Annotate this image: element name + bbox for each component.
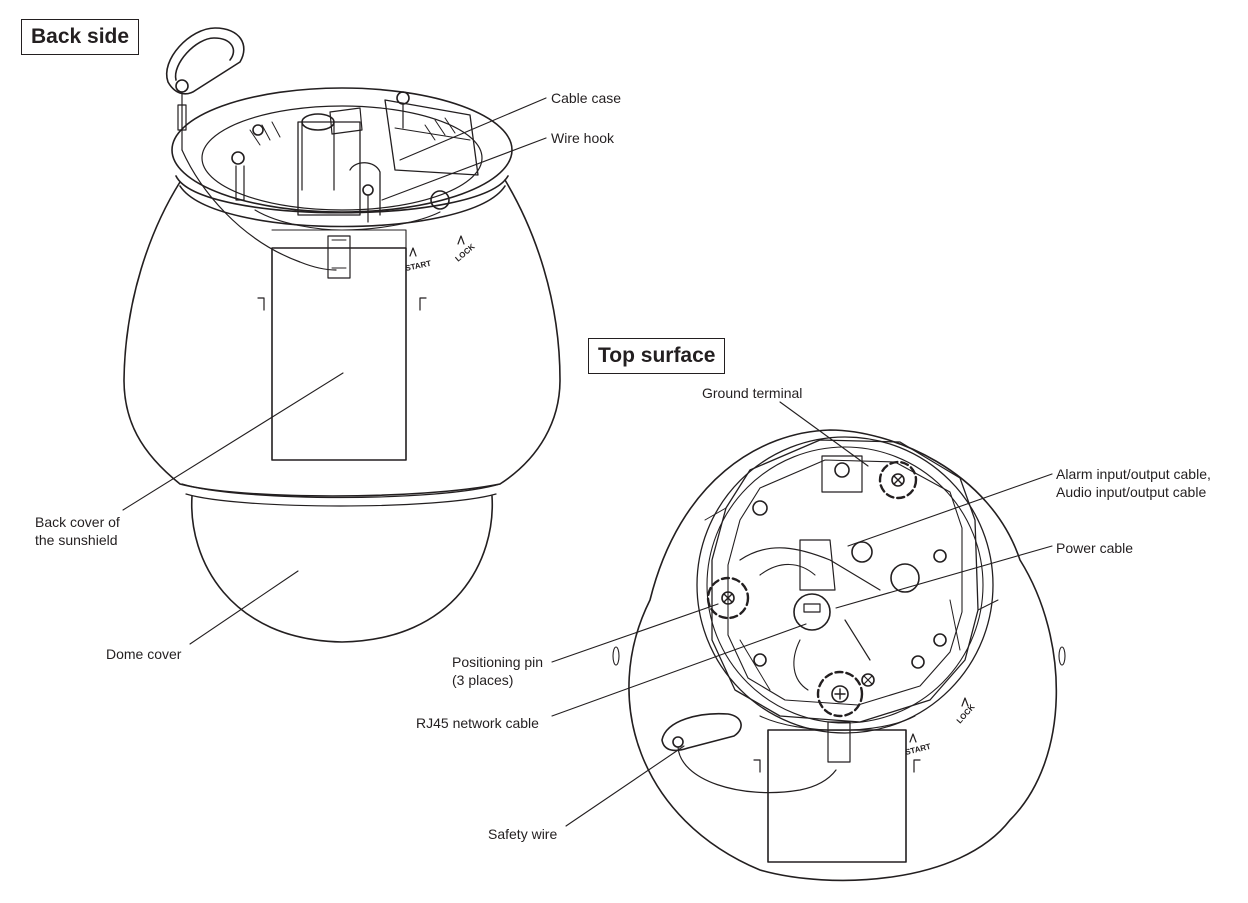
start-mark-top: START: [904, 742, 932, 757]
label-alarm-line1: Alarm input/output cable,: [1056, 466, 1211, 482]
carabiner-icon: [165, 27, 245, 95]
top-surface-heading: Top surface: [588, 338, 726, 374]
label-alarm-cable: Alarm input/output cable, Audio input/ou…: [1056, 465, 1211, 501]
label-safety-wire: Safety wire: [488, 826, 558, 842]
label-dome-cover: Dome cover: [106, 646, 182, 662]
leader-alarm-cable: [847, 473, 1053, 547]
label-back-cover-line1: Back cover of: [35, 514, 120, 530]
carabiner-icon-2: [661, 712, 742, 752]
top-surface-camera: [612, 429, 1066, 882]
label-cable-case: Cable case: [551, 90, 622, 106]
label-power-cable: Power cable: [1056, 540, 1134, 556]
back-side-heading: Back side: [21, 19, 140, 55]
label-ground-terminal: Ground terminal: [702, 385, 803, 401]
leader-cable-case: [399, 97, 547, 161]
lock-mark: LOCK: [454, 242, 477, 264]
leader-wire-hook: [381, 137, 547, 201]
leader-dome-cover: [189, 570, 299, 645]
leader-safety-wire: [565, 745, 685, 827]
back-cover-panel: [271, 247, 407, 461]
sunshield-body: [123, 179, 561, 497]
back-cover-panel-top: [767, 729, 907, 863]
lock-mark-top: LOCK: [955, 702, 977, 725]
label-positioning-pin-line2: (3 places): [452, 672, 514, 688]
leader-rj45: [551, 623, 807, 717]
leader-positioning-pin: [551, 603, 719, 663]
leader-back-cover: [122, 372, 344, 511]
start-mark: START: [405, 259, 432, 273]
label-positioning-pin: Positioning pin (3 places): [452, 653, 543, 689]
label-wire-hook: Wire hook: [551, 130, 615, 146]
dome-cover: [190, 495, 494, 643]
label-back-cover-line2: the sunshield: [35, 532, 118, 548]
leader-power-cable: [835, 545, 1053, 609]
leader-ground-terminal: [779, 401, 869, 467]
label-rj45-cable: RJ45 network cable: [416, 715, 539, 731]
sunshield-top-view: [628, 429, 1058, 882]
back-side-camera: [123, 27, 561, 643]
leader-lines: [122, 97, 1053, 827]
label-back-cover: Back cover of the sunshield: [35, 513, 120, 549]
label-positioning-pin-line1: Positioning pin: [452, 654, 544, 670]
label-alarm-line2: Audio input/output cable: [1056, 484, 1207, 500]
